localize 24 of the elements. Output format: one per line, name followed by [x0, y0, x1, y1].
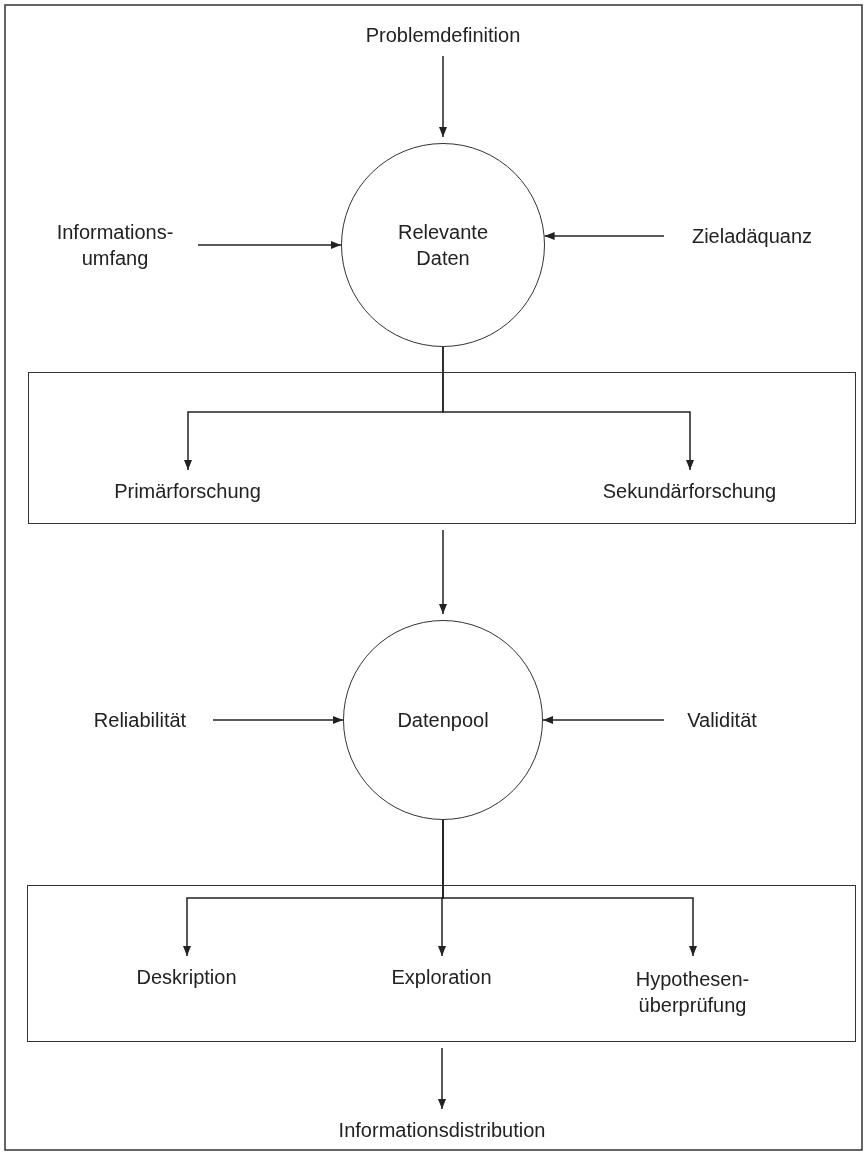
arrow	[439, 55, 447, 138]
step-label: Reliabilität	[75, 705, 205, 735]
step-label: Primärforschung	[97, 475, 278, 506]
step-label: Problemdefinition	[323, 20, 563, 50]
step-label: Informations- umfang	[40, 215, 190, 275]
arrow	[542, 716, 665, 724]
step-label: Hypothesen- überprüfung	[617, 961, 768, 1022]
group-box	[28, 372, 856, 524]
arrow	[197, 241, 342, 249]
step-label: Validität	[672, 705, 772, 735]
arrow	[212, 716, 344, 724]
step-label: Informationsdistribution	[312, 1115, 572, 1145]
step-label: Exploration	[376, 961, 507, 992]
circle-label: Datenpool	[397, 708, 489, 733]
arrow	[439, 529, 447, 615]
arrow	[442, 819, 697, 957]
step-label: Sekundärforschung	[589, 475, 790, 506]
circle-label: Relevante Daten	[396, 220, 490, 271]
step-label: Deskription	[121, 961, 252, 992]
step-label: Zieladäquanz	[672, 221, 832, 251]
arrow	[442, 346, 694, 471]
arrow	[438, 1047, 446, 1110]
group-box	[27, 885, 856, 1042]
arrow	[543, 232, 665, 240]
